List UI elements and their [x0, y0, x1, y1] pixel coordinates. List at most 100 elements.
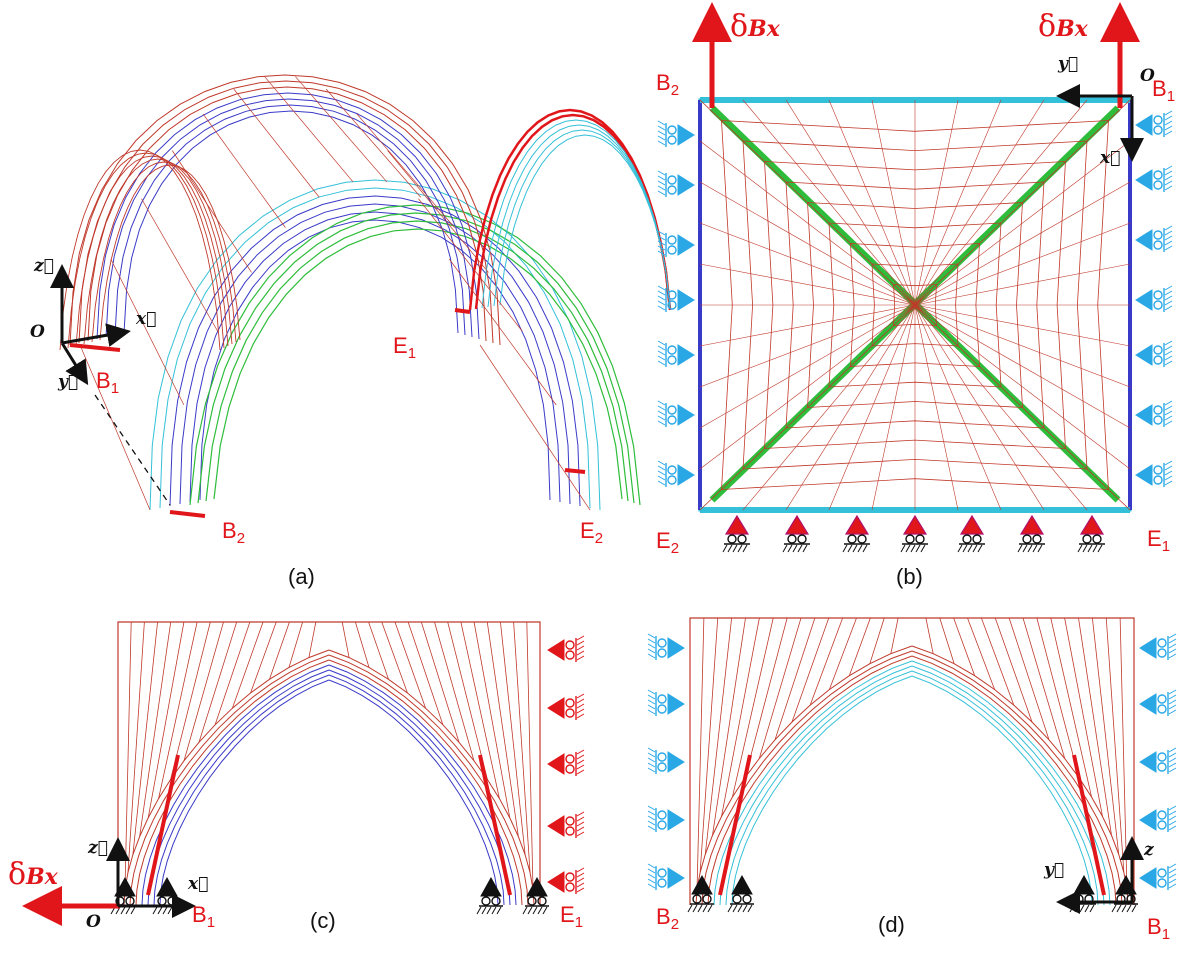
- panel-a-web-line: [356, 113, 455, 228]
- panel-a-back-arch: [78, 80, 494, 344]
- panel-a-back-arch: [69, 74, 501, 346]
- panel-d-ring-right: [911, 650, 1123, 906]
- panel-b-radial: [699, 140, 916, 306]
- panel-a-point-b1: B1: [96, 368, 120, 397]
- panel-a-caption: (a): [288, 564, 315, 589]
- panel-b-radial: [699, 304, 916, 511]
- panel-c-ring-left: [147, 669, 330, 906]
- panel-b-radial: [785, 304, 916, 511]
- panel-b-bottom-support: [957, 514, 985, 553]
- panel-c-radial-line: [526, 621, 534, 890]
- panel-c-mesh: [117, 621, 541, 906]
- panel-b-radial: [914, 222, 1131, 306]
- panel-c-side-support: [547, 811, 585, 838]
- panel-d-side-support-left: [647, 633, 685, 660]
- panel-d-radial-line: [1091, 617, 1120, 855]
- panel-d-radial-line: [925, 617, 934, 654]
- panel-b-bottom-support: [900, 514, 928, 553]
- panel-a-dashed-line: [94, 394, 171, 506]
- panel-d-pin-support: [687, 874, 714, 913]
- panel-c-radial-line: [124, 621, 132, 890]
- panel-d-radial-line: [1105, 617, 1125, 873]
- panel-c-ring-right: [328, 679, 499, 906]
- panel-c-radial-line: [407, 621, 444, 725]
- panel-b-radial: [914, 304, 1045, 511]
- panel-a-front-arch: [189, 211, 561, 503]
- panel-a-springer: [454, 308, 471, 314]
- panel-d-pin-support: [727, 874, 754, 913]
- panel-a-back-arch: [123, 110, 459, 334]
- panel-d-side-support-right: [1139, 633, 1177, 660]
- panel-a-springer: [69, 343, 121, 352]
- panel-c-pin-support: [522, 876, 549, 915]
- panel-d-caption: (d): [878, 912, 905, 937]
- panel-d-mesh: [689, 617, 1135, 906]
- panel-c-radial-line: [231, 621, 264, 709]
- panel-b-radial: [871, 99, 916, 306]
- panel-b-radial: [914, 263, 1131, 306]
- panel-b-radial: [742, 99, 916, 306]
- panel-a-front-arch: [199, 219, 551, 501]
- panel-b-y-axis-label: y⃗: [1058, 54, 1079, 74]
- panel-c-ring-left: [129, 654, 330, 906]
- panel-c-radial-line: [473, 621, 511, 818]
- panel-b-side-support-left: [657, 460, 695, 487]
- panel-c-ring-left: [153, 674, 330, 906]
- panel-b-side-support-right: [1135, 110, 1173, 137]
- panel-a-springer: [564, 468, 586, 474]
- panel-d-radial-line: [953, 617, 976, 676]
- panel-a-web-line: [448, 258, 557, 406]
- panel-d-radial-line: [1050, 617, 1092, 798]
- panel-c-radial-line: [420, 621, 460, 743]
- panel-c-radial-line: [250, 621, 277, 694]
- panel-d-side-support-right: [1139, 689, 1177, 716]
- panel-c-radial-line: [447, 621, 488, 780]
- panel-d-z-axis-label: z: [1144, 840, 1154, 860]
- panel-b-side-support-right: [1135, 225, 1173, 252]
- panel-b-caption: (b): [896, 564, 923, 589]
- panel-c-side-support: [547, 749, 585, 776]
- panel-b-x-axis-label: x⃗: [1100, 148, 1121, 168]
- panel-a-front-arch: [149, 179, 601, 511]
- panel-b-radial: [914, 304, 1131, 511]
- panel-c-frame: [117, 621, 541, 905]
- panel-b-radial: [699, 304, 916, 347]
- panel-b-side-support-left: [657, 170, 695, 197]
- panel-a-side-arch: [487, 124, 671, 308]
- panel-c-ring-right: [328, 674, 505, 906]
- panel-c-ring-right: [328, 654, 529, 906]
- panel-a-left-web: [59, 149, 221, 351]
- panel-a-front-arch: [169, 195, 581, 507]
- panel-a-web-line: [295, 76, 388, 183]
- panel-c-radial-line: [394, 621, 427, 709]
- panel-a-springer: [169, 510, 206, 518]
- panel-b-radial: [699, 304, 916, 470]
- panel-d-radial-line: [744, 617, 788, 778]
- panel-d-radial-line: [696, 617, 705, 890]
- panel-b-radial: [699, 263, 916, 306]
- panel-d-radial-line: [1064, 617, 1103, 817]
- panel-d-radial-line: [699, 617, 719, 873]
- panel-c-side-support: [547, 635, 585, 662]
- panel-c-ring-right: [328, 649, 535, 906]
- panel-d-ring-left: [701, 650, 913, 906]
- panel-d-pin-support: [1069, 874, 1096, 913]
- panel-b-radial: [742, 304, 916, 511]
- panel-c-elevation: [22, 621, 585, 926]
- panel-c-radial-line: [170, 621, 211, 780]
- panel-d-side-support-left: [647, 747, 685, 774]
- panel-b-side-support-left: [657, 230, 695, 257]
- panel-d-rib-left: [718, 754, 752, 896]
- panel-d-y-axis-label: y⃗: [1044, 860, 1065, 880]
- panel-c-pin-support: [152, 876, 179, 915]
- panel-a-web-line: [325, 88, 422, 198]
- panel-b-radial: [914, 181, 1131, 306]
- panel-a-front-arch: [159, 187, 591, 509]
- panel-d-point-b2: B2: [656, 904, 680, 933]
- panel-b-bottom-support: [842, 514, 870, 553]
- panel-a-back-arch: [114, 104, 466, 336]
- panel-d-ring-left: [725, 670, 913, 906]
- panel-a-side-arch: [499, 134, 671, 306]
- panel-a-side-arch: [493, 129, 671, 307]
